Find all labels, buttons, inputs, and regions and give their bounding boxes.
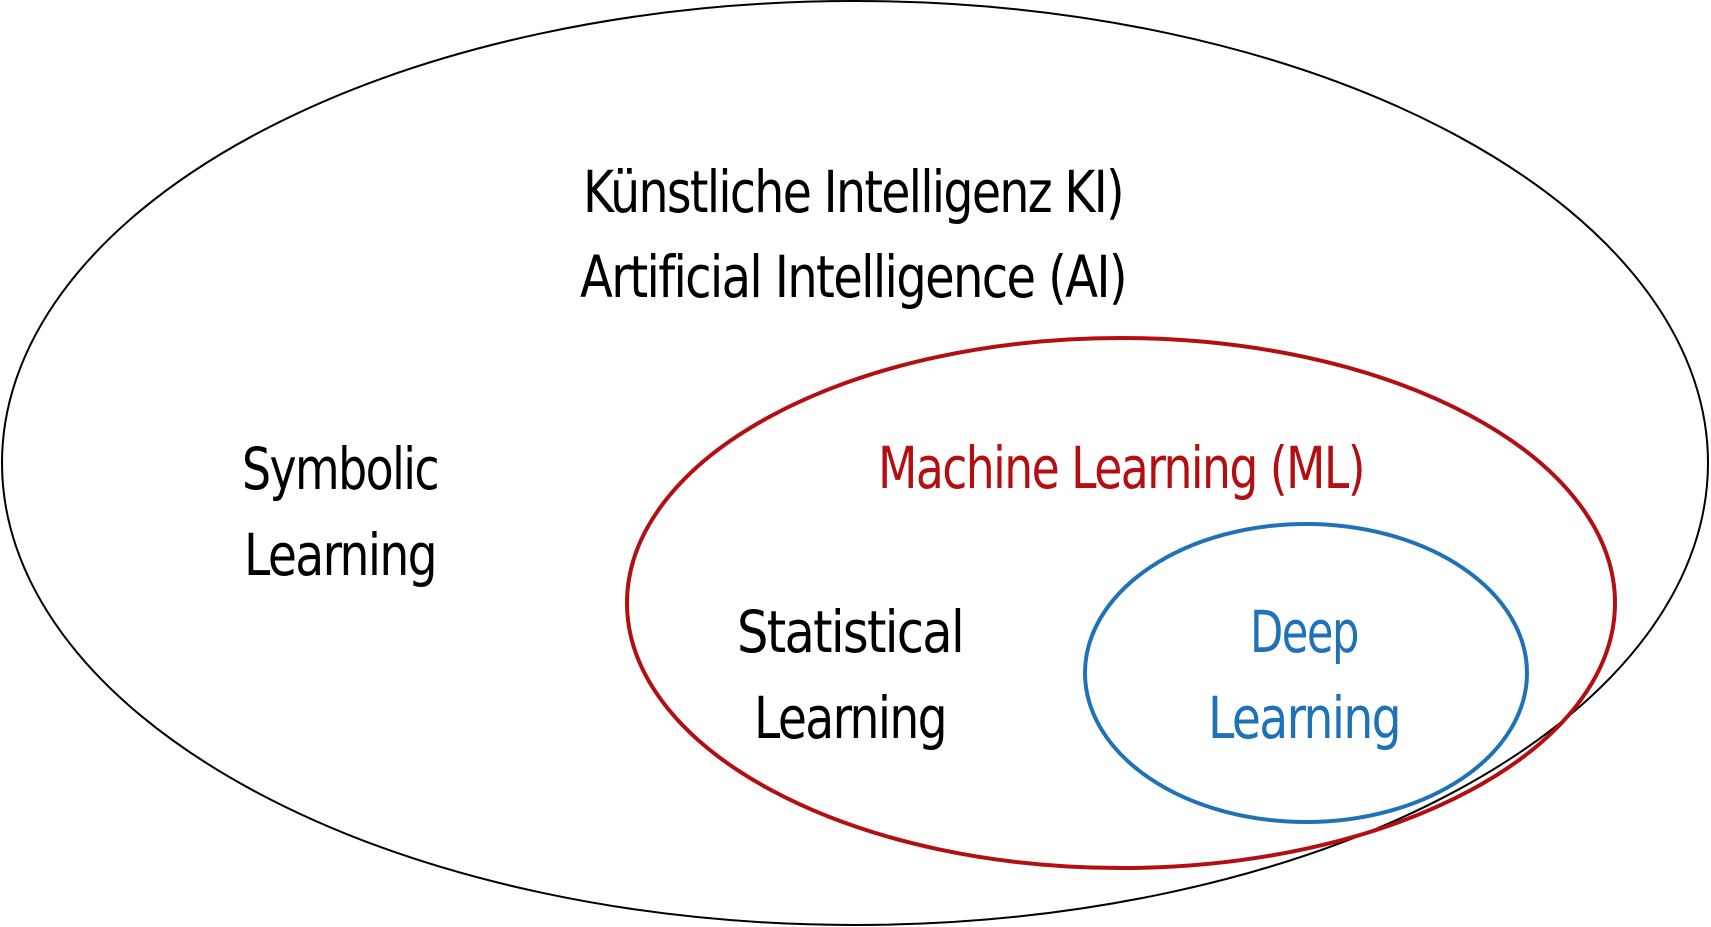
ai-title-de: Künstliche Intelligenz KI) <box>583 158 1123 226</box>
statistical-label-line1: Statistical <box>737 598 963 666</box>
ml-title: Machine Learning (ML) <box>878 434 1364 502</box>
dl-label-line1: Deep <box>1250 598 1358 666</box>
statistical-label-line2: Learning <box>754 684 946 752</box>
dl-label-line2: Learning <box>1208 684 1400 752</box>
ml-ellipse <box>625 336 1617 870</box>
ai-title-en: Artificial Intelligence (AI) <box>580 243 1126 311</box>
dl-ellipse <box>1083 522 1529 824</box>
symbolic-label-line2: Learning <box>244 521 436 589</box>
symbolic-label-line1: Symbolic <box>242 435 438 503</box>
